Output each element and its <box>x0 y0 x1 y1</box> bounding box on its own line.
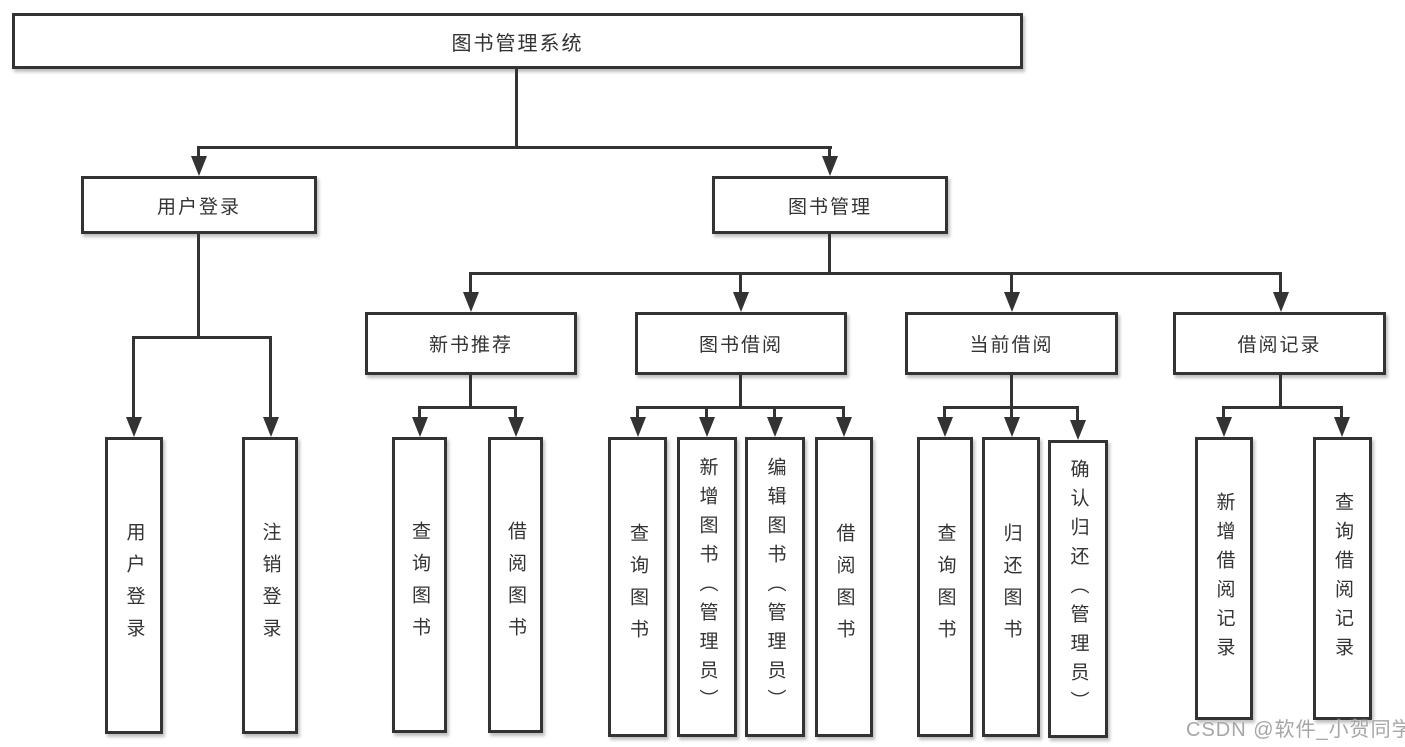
connector-book-mgmt-drop <box>828 146 831 160</box>
connector-root-stem <box>515 69 518 146</box>
connector-group4-split <box>1222 406 1343 409</box>
node-library-management-system: 图书管理系统 <box>12 13 1023 69</box>
arrow-down-icon <box>1216 417 1232 437</box>
connector-drop <box>943 406 946 420</box>
connector-group1-split <box>418 406 517 409</box>
leaf-br-add-record: 新增借阅记录 <box>1195 437 1253 720</box>
node-current-borrow: 当前借阅 <box>905 312 1118 375</box>
leaf-label: 归还图书 <box>1000 523 1022 651</box>
arrow-down-icon <box>836 417 852 437</box>
connector-drop <box>469 272 472 298</box>
connector-user-login-split <box>132 336 272 339</box>
connector-group1-stem <box>469 375 472 406</box>
leaf-label: 确认归还（管理员） <box>1067 458 1089 720</box>
node-label: 借阅记录 <box>1237 335 1322 356</box>
arrow-down-icon <box>263 417 279 437</box>
leaf-label: 新增图书（管理员） <box>696 456 718 718</box>
leaf-label: 查询图书 <box>934 523 956 651</box>
connector-drop <box>1279 272 1282 298</box>
leaf-label: 新增借阅记录 <box>1213 491 1235 666</box>
leaf-label: 借阅图书 <box>505 521 526 649</box>
connector-group3-stem <box>1010 375 1013 406</box>
connector-group2-split <box>636 406 845 409</box>
leaf-bb-query-book: 查询图书 <box>608 437 667 737</box>
node-label: 当前借阅 <box>969 335 1054 356</box>
leaf-label: 借阅图书 <box>833 523 855 651</box>
connector-drop <box>1222 406 1225 420</box>
leaf-nbr-query-book: 查询图书 <box>392 437 447 733</box>
leaf-label: 编辑图书（管理员） <box>764 456 786 718</box>
connector-drop <box>739 272 742 298</box>
node-label: 图书管理 <box>787 196 872 218</box>
leaf-user-login: 用户登录 <box>105 437 163 734</box>
connector-group4-stem <box>1279 375 1282 406</box>
connector-group2-stem <box>739 375 742 406</box>
arrow-down-icon <box>767 417 783 437</box>
arrow-down-icon <box>126 417 142 437</box>
leaf-bb-add-book-admin: 新增图书（管理员） <box>677 437 737 737</box>
node-book-management: 图书管理 <box>712 176 948 234</box>
connector-book-mgmt-split <box>469 272 1282 275</box>
arrow-down-icon <box>937 417 953 437</box>
leaf-bb-borrow-book: 借阅图书 <box>815 437 873 737</box>
node-book-borrow: 图书借阅 <box>635 312 847 375</box>
node-label: 图书借阅 <box>698 335 783 356</box>
node-label: 新书推荐 <box>428 335 513 356</box>
arrow-down-icon <box>699 417 715 437</box>
node-user-login: 用户登录 <box>81 176 317 234</box>
connector-drop <box>1010 272 1013 298</box>
leaf-cb-return-book: 归还图书 <box>982 437 1040 737</box>
leaf-cb-confirm-return-admin: 确认归还（管理员） <box>1048 440 1108 738</box>
node-label: 图书管理系统 <box>451 32 584 55</box>
leaf-label: 注销登录 <box>259 521 281 650</box>
arrow-down-icon <box>191 156 207 176</box>
csdn-watermark: CSDN @软件_小贺同学 <box>1186 719 1405 741</box>
connector-drop <box>636 406 639 420</box>
arrow-down-icon <box>508 417 524 437</box>
arrow-down-icon <box>463 292 479 312</box>
leaf-nbr-borrow-book: 借阅图书 <box>488 437 543 733</box>
arrow-down-icon <box>1070 420 1086 440</box>
leaf-label: 查询图书 <box>409 521 430 649</box>
leaf-bb-edit-book-admin: 编辑图书（管理员） <box>745 437 805 737</box>
connector-drop <box>418 406 421 420</box>
leaf-logout: 注销登录 <box>242 437 298 734</box>
leaf-label: 查询借阅记录 <box>1332 491 1353 666</box>
connector-book-mgmt-stem <box>828 234 831 272</box>
arrow-down-icon <box>412 417 428 437</box>
connector-root-split <box>198 146 832 149</box>
node-label: 用户登录 <box>156 196 241 218</box>
connector-drop <box>1076 406 1079 422</box>
leaf-cb-query-book: 查询图书 <box>917 437 973 737</box>
node-borrow-records: 借阅记录 <box>1173 312 1386 375</box>
connector-drop <box>773 406 776 420</box>
leaf-br-query-record: 查询借阅记录 <box>1313 437 1372 720</box>
connector-drop <box>1340 406 1343 420</box>
connector-drop <box>514 406 517 420</box>
leaf-label: 查询图书 <box>627 523 648 651</box>
connector-user-login-drop <box>197 146 200 160</box>
arrow-down-icon <box>733 292 749 312</box>
arrow-down-icon <box>1004 292 1020 312</box>
node-new-book-recommend: 新书推荐 <box>365 312 577 375</box>
connector-drop <box>132 336 135 420</box>
connector-drop <box>269 336 272 420</box>
connector-drop <box>842 406 845 420</box>
arrow-down-icon <box>630 417 646 437</box>
connector-drop <box>705 406 708 420</box>
arrow-down-icon <box>1273 292 1289 312</box>
leaf-label: 用户登录 <box>123 521 145 650</box>
arrow-down-icon <box>822 156 838 176</box>
arrow-down-icon <box>1004 417 1020 437</box>
arrow-down-icon <box>1334 417 1350 437</box>
connector-drop <box>1010 406 1013 420</box>
connector-user-login-stem <box>197 234 200 336</box>
